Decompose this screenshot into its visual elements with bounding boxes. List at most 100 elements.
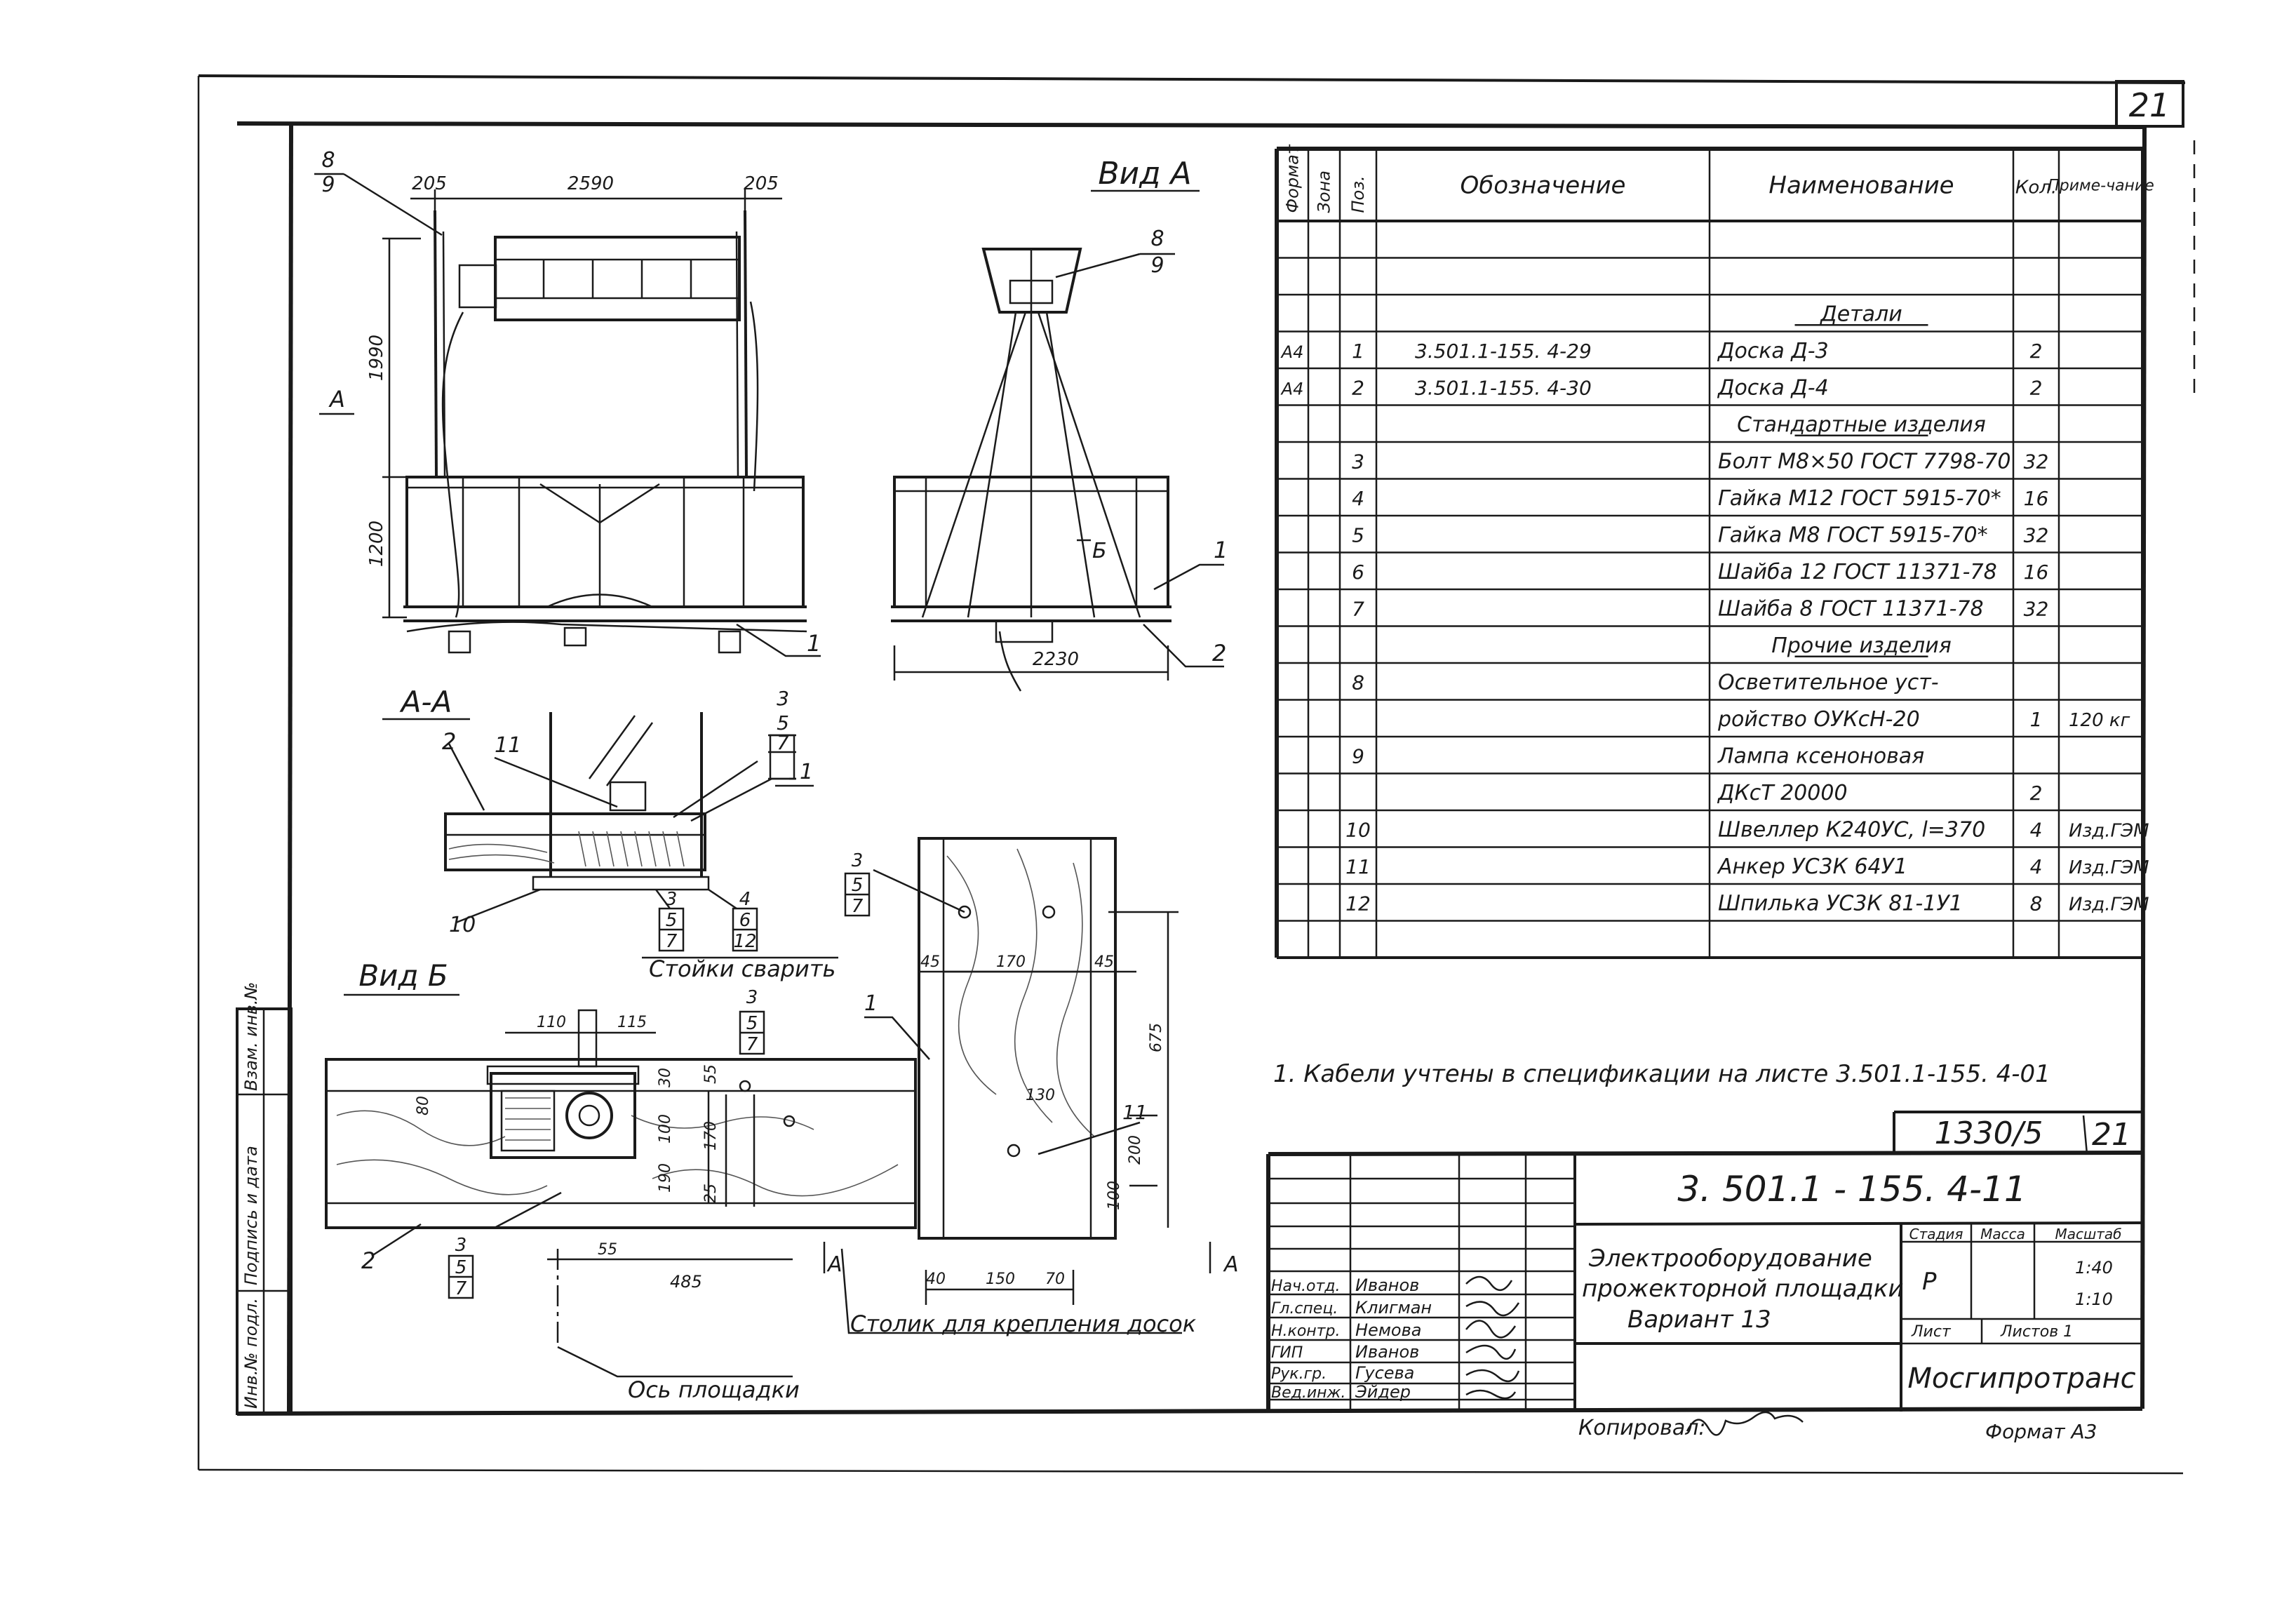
vid-b-dim-70: 70: [1045, 1271, 1065, 1288]
section-aa-callout-right-bottom: 7: [777, 731, 789, 754]
side-stamp: [236, 1007, 293, 1415]
spec-cell-pos: 7: [1352, 597, 1364, 620]
vid-b-section-mark-left: А: [826, 1252, 842, 1277]
document-code: 3. 501.1 - 155. 4-11: [1677, 1169, 2026, 1209]
vid-b-beam: [325, 1058, 917, 1229]
section-aa-leader-10: 10: [449, 913, 476, 937]
title-line-3: Вариант 13: [1627, 1306, 1771, 1334]
vid-b-dim-675: 675: [1148, 1023, 1165, 1052]
vid-b-dim-170b: 170: [996, 953, 1026, 971]
spec-cell-qty: 32: [2024, 597, 2049, 620]
spec-cell-name: Шпилька УС3К 81-1У1: [1718, 891, 1963, 916]
spec-cell-note: Изд.ГЭМ: [2069, 820, 2149, 841]
vid-b-view: [325, 837, 1211, 1378]
section-aa-callout-br-top: 4: [739, 889, 751, 910]
vid-b-table-label: Столик для крепления досок: [850, 1311, 1197, 1337]
spec-cell-name: Лампа ксеноновая: [1717, 744, 1924, 768]
vid-b-callout-bottom-2: 5: [455, 1257, 467, 1278]
spec-cell-qty: 4: [2030, 855, 2043, 878]
signature-row: Вед.инж.Эйдер: [1271, 1382, 1411, 1402]
floodlight-head: [494, 236, 741, 321]
signature-name: Гусева: [1355, 1363, 1414, 1383]
vid-a-mark-b: Б: [1092, 539, 1107, 563]
vid-b-section-mark-right: А: [1223, 1252, 1239, 1277]
spec-header-designation: Обозначение: [1461, 172, 1626, 200]
vid-a-leader-1: 1: [1214, 537, 1228, 563]
spec-cell-name: Анкер УС3К 64У1: [1717, 855, 1907, 879]
archive-sheet: 21: [2092, 1117, 2131, 1153]
vid-b-dim-100: 100: [657, 1114, 674, 1144]
signature-row: Нач.отд.Иванов: [1271, 1275, 1419, 1295]
front-dim-center: 2590: [568, 173, 614, 194]
spec-cell-designation: 3.501.1-155. 4-29: [1415, 340, 1592, 363]
signature-role: Гл.спец.: [1271, 1300, 1338, 1318]
archive-number: 1330/5: [1935, 1115, 2043, 1151]
section-aa-title: А-А: [399, 685, 452, 719]
spec-cell-name: ройство ОУКсН-20: [1717, 707, 1920, 732]
sheet-label: Лист: [1911, 1323, 1952, 1341]
vid-b-callout-top-3: 7: [746, 1034, 758, 1055]
spec-cell-pos: 1: [1352, 340, 1364, 363]
spec-cell-qty: 32: [2024, 523, 2049, 547]
vid-a-dim-width: 2230: [1033, 649, 1079, 670]
spec-cell-name: Доска Д-3: [1717, 339, 1829, 363]
spec-cell-name: Стандартные изделия: [1737, 413, 1986, 437]
vid-b-dim-45a: 45: [920, 953, 940, 971]
sheet-format: Формат А3: [1985, 1420, 2097, 1443]
side-stamp-signature-label: Подпись и дата: [241, 1146, 261, 1285]
signature-name: Иванов: [1355, 1275, 1419, 1295]
spec-cell-qty: 16: [2024, 487, 2049, 510]
section-aa-callout-bl-bottom: 7: [666, 931, 678, 952]
spec-cell-name: Детали: [1819, 302, 1902, 326]
vid-b-callout-column-2: 5: [852, 875, 864, 896]
scale-2: 1:10: [2075, 1289, 2113, 1309]
signature-name: Эйдер: [1355, 1382, 1411, 1402]
vid-b-dim-55a: 55: [702, 1064, 720, 1084]
vid-a-leader-2: 2: [1212, 640, 1226, 666]
signature-row: Н.контр. Немова: [1271, 1320, 1421, 1340]
signature-role: ГИП: [1271, 1344, 1303, 1362]
spec-cell-qty: 2: [2030, 376, 2043, 399]
spec-cell-pos: 12: [1345, 892, 1371, 915]
section-aa-leader-1: 1: [800, 760, 813, 784]
vid-a-head: [981, 248, 1082, 314]
vid-b-dim-30: 30: [657, 1068, 674, 1087]
sheets-label: Листов 1: [2000, 1323, 2073, 1341]
spec-cell-name: ДКсТ 20000: [1717, 781, 1848, 805]
vid-b-axis-label: Ось площадки: [628, 1376, 800, 1403]
signature-name: Немова: [1355, 1320, 1421, 1340]
spec-cell-qty: 1: [2030, 708, 2043, 731]
front-view: [314, 173, 821, 657]
vid-b-dim-80: 80: [415, 1096, 432, 1115]
vid-b-callout-column-1: 3: [852, 850, 864, 871]
front-callout-bottom: 9: [321, 173, 335, 197]
vid-b-dim-40: 40: [926, 1271, 946, 1288]
spec-header-pos: Поз.: [1348, 175, 1368, 213]
spec-cell-pos: 2: [1352, 376, 1364, 399]
spec-cell-qty: 8: [2030, 892, 2043, 915]
vid-a-title: Вид А: [1098, 156, 1191, 192]
front-dim-left: 205: [412, 173, 447, 194]
front-dim-right: 205: [744, 173, 779, 194]
spec-cell-pos: 10: [1345, 818, 1371, 841]
stage-value: Р: [1922, 1268, 1937, 1296]
vid-b-dim-45b: 45: [1094, 953, 1114, 971]
spec-header-note: Приме-чание: [2048, 177, 2154, 195]
spec-cell-qty: 16: [2024, 561, 2049, 584]
spec-cell-name: Шайба 12 ГОСТ 11371-78: [1718, 560, 1997, 584]
spec-header-qty: Кол.: [2015, 177, 2057, 199]
spec-cell-name: Гайка М12 ГОСТ 5915-70*: [1718, 486, 2001, 511]
section-aa-leader-2: 2: [442, 728, 456, 755]
spec-header-format: Формат: [1283, 144, 1303, 213]
signature-role: Н.контр.: [1271, 1322, 1340, 1340]
copied-by: Копировал:: [1578, 1416, 1706, 1440]
